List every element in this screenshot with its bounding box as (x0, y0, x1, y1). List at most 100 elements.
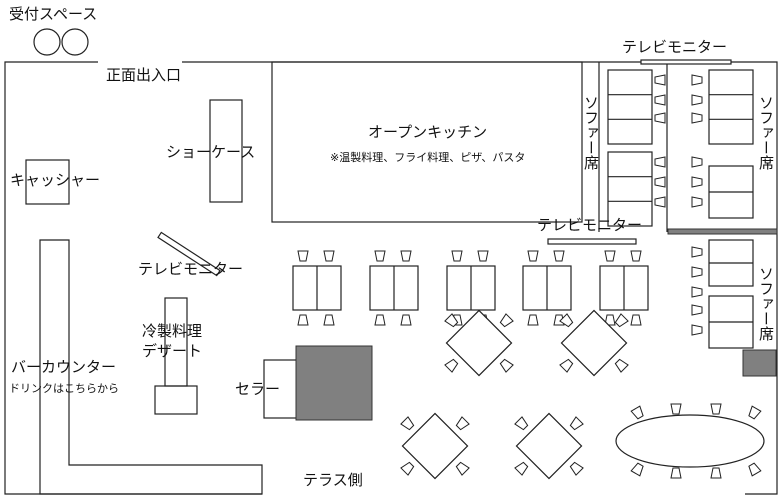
chair (559, 313, 574, 328)
showcase-label: ショーケース (166, 143, 256, 161)
diamond-table (401, 412, 469, 480)
chair-seat (691, 196, 703, 208)
chair-seat (477, 250, 489, 262)
chair-seat (559, 358, 574, 373)
reception-circle (61, 28, 89, 56)
chair-seat (569, 461, 584, 476)
chair (514, 416, 529, 431)
chair-seat (297, 250, 309, 262)
chair-seat (691, 112, 703, 124)
diamond-table (560, 309, 628, 377)
chair (691, 266, 703, 278)
chair-seat (614, 358, 629, 373)
chair-seat (691, 94, 703, 106)
chair-seat (553, 250, 565, 262)
tv-monitor-left-label: テレビモニター (138, 260, 244, 278)
chair (630, 405, 644, 420)
chair (477, 250, 489, 262)
chair (654, 112, 666, 124)
chair-seat (691, 246, 703, 258)
chair (527, 250, 539, 262)
chair (691, 324, 703, 336)
sofa-right-bottom-label: ソファー席 (757, 266, 775, 341)
chair-seat (374, 250, 386, 262)
chair-seat (400, 416, 415, 431)
chair-seat (527, 250, 539, 262)
chair-seat (614, 313, 629, 328)
chair (654, 74, 666, 86)
cellar-label: セラー (235, 380, 281, 398)
cashier-counter (25, 159, 70, 205)
chair (614, 313, 629, 328)
chair-seat (691, 176, 703, 188)
chair (323, 314, 335, 326)
chair-seat (444, 313, 459, 328)
chair (691, 246, 703, 258)
chair-seat (654, 74, 666, 86)
chair (654, 94, 666, 106)
tv-monitor-middle (547, 238, 637, 245)
chair (569, 461, 584, 476)
sofa-bank (607, 69, 653, 145)
chair-seat (670, 467, 682, 479)
cold-dishes-label: 冷製料理 (142, 322, 203, 340)
chair (691, 286, 703, 298)
divider-bar (667, 228, 778, 235)
grey-block (742, 349, 777, 377)
chair (323, 250, 335, 262)
chair-seat (691, 266, 703, 278)
tv-monitor-top (640, 59, 732, 65)
chair (400, 461, 415, 476)
chair (514, 461, 529, 476)
chair (455, 416, 470, 431)
chair-seat (748, 462, 762, 477)
open-kitchen-label: オープンキッチン (368, 123, 488, 141)
kitchen-area (271, 61, 583, 223)
tv-monitor-left (157, 231, 221, 277)
chair-seat (630, 250, 642, 262)
chair-seat (514, 416, 529, 431)
chair (444, 313, 459, 328)
chair (400, 416, 415, 431)
cashier-label: キャッシャー (10, 171, 101, 189)
chair-seat (748, 405, 762, 420)
chair (654, 176, 666, 188)
chair (654, 156, 666, 168)
oval-table (615, 414, 765, 468)
sofa-right-top-label: ソファー席 (757, 95, 775, 170)
chair-seat (323, 314, 335, 326)
chair (710, 467, 722, 479)
chair (553, 250, 565, 262)
chair-seat (691, 304, 703, 316)
chair-seat (691, 286, 703, 298)
chair-seat (499, 313, 514, 328)
sofa-bank (708, 69, 754, 145)
outer-wall (4, 61, 262, 495)
chair-seat (374, 314, 386, 326)
chair-seat (400, 461, 415, 476)
chair (499, 358, 514, 373)
chair (691, 74, 703, 86)
cold-dishes-station (154, 385, 198, 415)
showcase-counter (209, 99, 243, 203)
chair-seat (691, 324, 703, 336)
chair-seat (451, 250, 463, 262)
chair-seat (654, 112, 666, 124)
chair-seat (630, 405, 644, 420)
chair-seat (400, 314, 412, 326)
chair (670, 403, 682, 415)
chair (444, 358, 459, 373)
diamond-table (515, 412, 583, 480)
chair-seat (630, 462, 644, 477)
chair (654, 196, 666, 208)
chair (297, 314, 309, 326)
chair (691, 94, 703, 106)
chair (691, 304, 703, 316)
diamond-table (445, 309, 513, 377)
chair-seat (670, 403, 682, 415)
chair-seat (499, 358, 514, 373)
tv-monitor-top-label: テレビモニター (622, 38, 728, 56)
chair (455, 461, 470, 476)
chair (400, 250, 412, 262)
